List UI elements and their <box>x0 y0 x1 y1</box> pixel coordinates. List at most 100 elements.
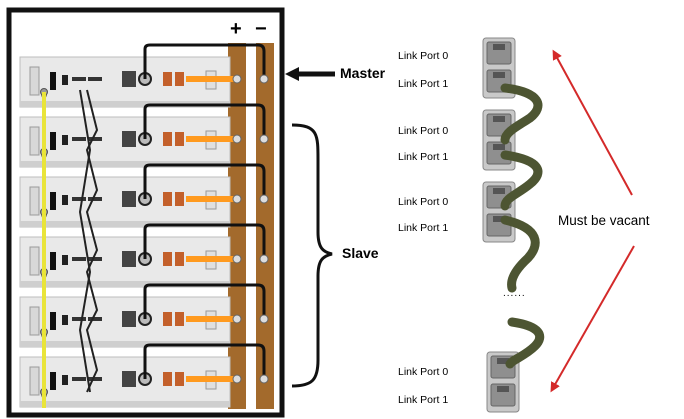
terminal-cap <box>163 372 172 386</box>
terminal-cap <box>163 72 172 86</box>
link-port-1-label: Link Port 1 <box>398 151 449 163</box>
breaker <box>122 71 136 87</box>
display-window <box>50 372 56 390</box>
port-slot <box>72 317 86 321</box>
rj45-port-pair <box>482 109 516 171</box>
terminal-cap <box>163 252 172 266</box>
module-base <box>20 401 230 407</box>
link-port-0-label: Link Port 0 <box>398 125 449 137</box>
busbar-bolt <box>232 314 242 324</box>
busbar-bolt <box>259 374 269 384</box>
port-slot <box>88 377 102 381</box>
breaker <box>122 311 136 327</box>
port-slot <box>88 257 102 261</box>
port-slot <box>88 77 102 81</box>
terminal-cap <box>163 132 172 146</box>
busbar-bolt <box>259 74 269 84</box>
link-port-0-label: Link Port 0 <box>398 196 449 208</box>
led <box>62 75 68 85</box>
link-cables <box>500 83 545 369</box>
module-base <box>20 221 230 227</box>
link-port-1-label: Link Port 1 <box>398 394 449 406</box>
display-window <box>50 72 56 90</box>
module-base <box>20 341 230 347</box>
busbar-bolt <box>232 254 242 264</box>
breaker <box>122 131 136 147</box>
terminal-cap <box>163 312 172 326</box>
black-power-cable <box>143 103 266 139</box>
terminal-cap <box>175 252 184 266</box>
terminal-cap <box>175 372 184 386</box>
port-slot <box>72 377 86 381</box>
battery-module <box>19 163 269 228</box>
link-port-1-label: Link Port 1 <box>398 222 449 234</box>
battery-modules <box>19 43 269 408</box>
port-slot <box>72 77 86 81</box>
daisy-chain-wires <box>78 89 99 393</box>
port-slot <box>72 257 86 261</box>
rj45-port-pair <box>482 181 516 243</box>
terminal-cap <box>175 312 184 326</box>
port-slot <box>72 197 86 201</box>
breaker <box>122 191 136 207</box>
led <box>62 135 68 145</box>
busbar-bolt <box>259 194 269 204</box>
black-power-cable <box>143 283 266 319</box>
black-power-cable <box>143 43 266 79</box>
link-port-0-label: Link Port 0 <box>398 366 449 378</box>
battery-module <box>19 223 269 288</box>
handle <box>29 186 40 216</box>
display-window <box>50 252 56 270</box>
display-window <box>50 132 56 150</box>
handle <box>29 66 40 96</box>
busbar-bolt <box>232 74 242 84</box>
busbar-bolt <box>259 314 269 324</box>
battery-module <box>19 43 269 108</box>
breaker <box>122 251 136 267</box>
black-power-cable <box>143 343 266 379</box>
red-arrow-to-bottom-port <box>550 245 635 393</box>
module-base <box>20 161 230 167</box>
positive-terminal-label: + <box>230 18 242 40</box>
terminal-cap <box>175 72 184 86</box>
module-base <box>20 101 230 107</box>
slave-label: Slave <box>342 245 379 261</box>
module-base <box>20 281 230 287</box>
display-window <box>50 192 56 210</box>
busbar-bolt <box>259 254 269 264</box>
busbar-bolt <box>232 194 242 204</box>
port-slot <box>88 317 102 321</box>
link-port-0-label: Link Port 0 <box>398 50 449 62</box>
handle <box>29 306 40 336</box>
slave-brace <box>291 123 333 388</box>
negative-terminal-label: − <box>255 18 267 40</box>
red-arrow-to-top-port <box>552 49 633 196</box>
link-port-1-label: Link Port 1 <box>398 78 449 90</box>
display-window <box>50 312 56 330</box>
terminal-cap <box>163 192 172 206</box>
terminal-cap <box>175 192 184 206</box>
must-be-vacant-note: Must be vacant <box>558 213 650 228</box>
led <box>62 195 68 205</box>
master-label: Master <box>340 65 386 81</box>
black-power-cable <box>143 163 266 199</box>
battery-module <box>19 283 269 348</box>
handle <box>29 126 40 156</box>
handle <box>29 246 40 276</box>
port-slot <box>72 137 86 141</box>
led <box>62 255 68 265</box>
ellipsis: ...... <box>503 288 526 299</box>
rack-frame <box>6 7 285 418</box>
led <box>62 375 68 385</box>
port-slot <box>88 137 102 141</box>
terminal-cap <box>175 132 184 146</box>
busbar-bolt <box>232 374 242 384</box>
busbar-bolt <box>232 134 242 144</box>
breaker <box>122 371 136 387</box>
port-slot <box>88 197 102 201</box>
battery-module <box>19 103 269 168</box>
led <box>62 315 68 325</box>
handle <box>29 366 40 396</box>
